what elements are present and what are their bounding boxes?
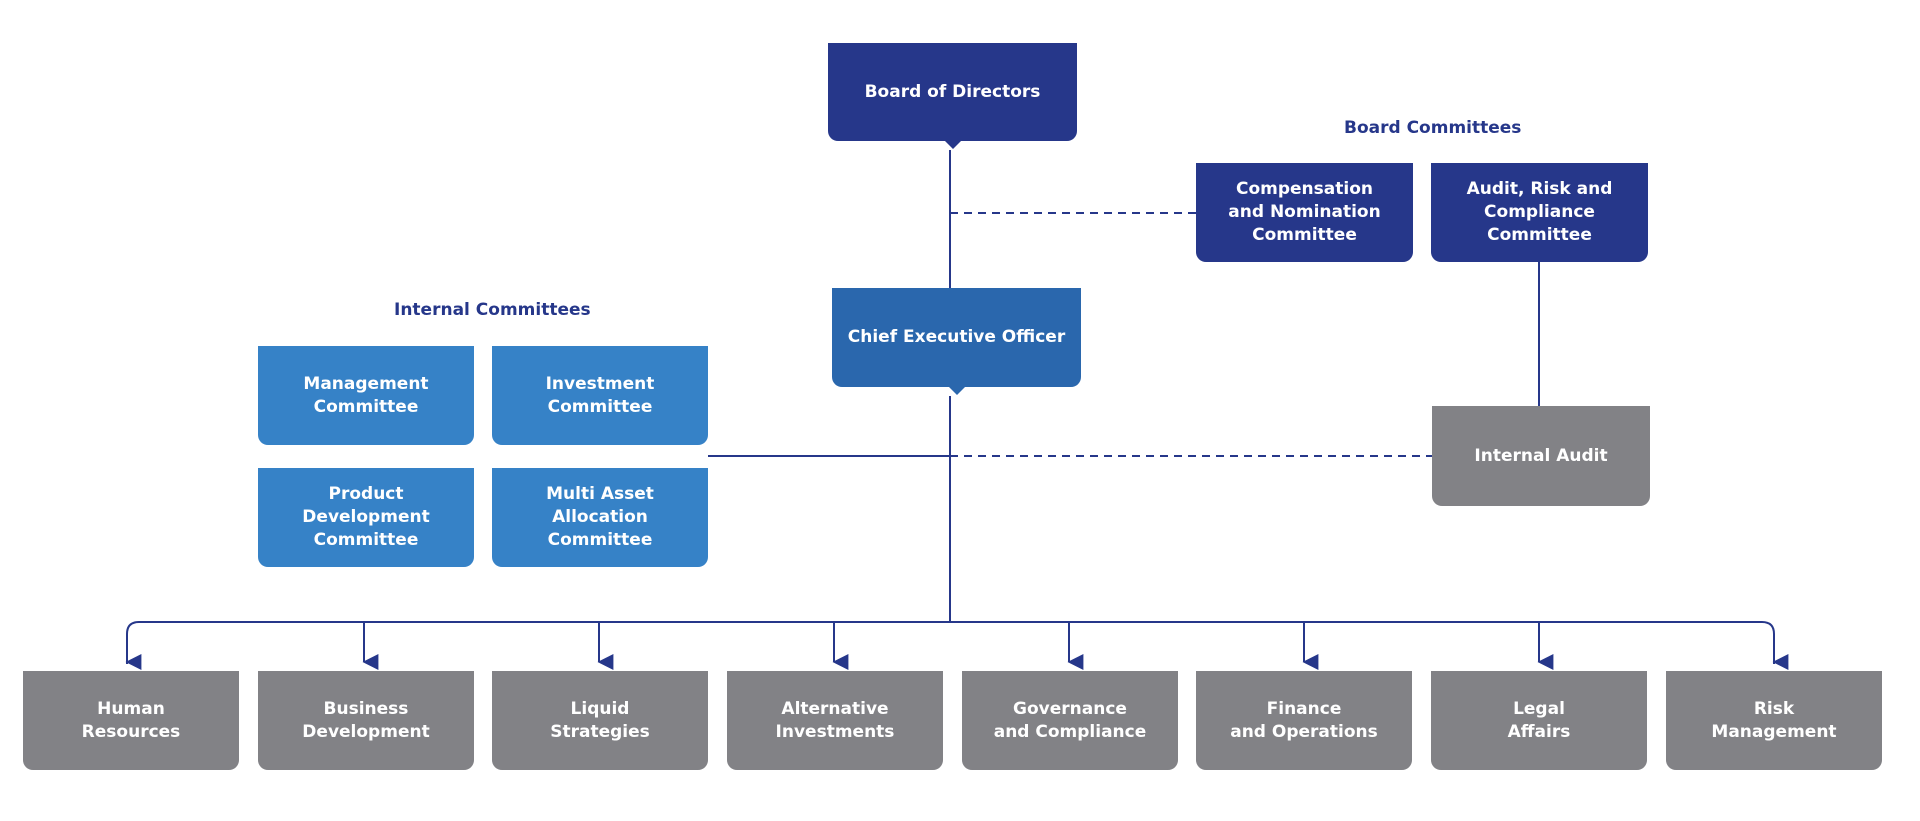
audit-risk-compliance-committee-label: Audit, Risk and Compliance Committee <box>1466 179 1613 245</box>
dept-governance-compliance-box: Governance and Compliance <box>962 671 1178 770</box>
dept-business-development-box: Business Development <box>258 671 474 770</box>
multi-asset-allocation-committee-box: Multi Asset Allocation Committee <box>492 468 708 567</box>
management-committee-label: Management Committee <box>303 373 429 417</box>
compensation-nomination-committee-label: Compensation and Nomination Committee <box>1228 179 1381 245</box>
audit-risk-compliance-committee-box: Audit, Risk and Compliance Committee <box>1431 163 1648 262</box>
internal-audit-box: Internal Audit <box>1432 406 1650 506</box>
dept-legal-affairs-label: Legal Affairs <box>1507 698 1571 742</box>
internal-committees-heading: Internal Committees <box>394 300 591 320</box>
department-bus-line <box>126 621 1775 664</box>
dept-risk-management-label: Risk Management <box>1711 698 1837 742</box>
dept-human-resources-label: Human Resources <box>81 698 181 742</box>
dept-governance-compliance-label: Governance and Compliance <box>993 698 1147 742</box>
dept-legal-affairs-box: Legal Affairs <box>1431 671 1647 770</box>
multi-asset-allocation-committee-label: Multi Asset Allocation Committee <box>546 484 654 550</box>
investment-committee-label: Investment Committee <box>545 373 655 417</box>
dept-human-resources-box: Human Resources <box>23 671 239 770</box>
dept-finance-operations-label: Finance and Operations <box>1230 698 1378 742</box>
product-development-committee-box: Product Development Committee <box>258 468 474 567</box>
dept-alternative-investments-box: Alternative Investments <box>727 671 943 770</box>
dept-finance-operations-box: Finance and Operations <box>1196 671 1412 770</box>
investment-committee-box: Investment Committee <box>492 346 708 445</box>
ceo-label: Chief Executive Officer <box>847 327 1066 347</box>
dept-alternative-investments-label: Alternative Investments <box>775 698 895 742</box>
dept-business-development-label: Business Development <box>302 698 430 742</box>
dept-liquid-strategies-box: Liquid Strategies <box>492 671 708 770</box>
board-of-directors-box: Board of Directors <box>828 43 1077 149</box>
management-committee-box: Management Committee <box>258 346 474 445</box>
board-committees-heading: Board Committees <box>1344 118 1522 138</box>
compensation-nomination-committee-box: Compensation and Nomination Committee <box>1196 163 1413 262</box>
product-development-committee-label: Product Development Committee <box>302 484 430 550</box>
dept-liquid-strategies-label: Liquid Strategies <box>550 698 650 742</box>
ceo-box: Chief Executive Officer <box>832 288 1081 395</box>
dept-risk-management-box: Risk Management <box>1666 671 1882 770</box>
board-of-directors-label: Board of Directors <box>864 81 1041 102</box>
internal-audit-label: Internal Audit <box>1474 445 1608 466</box>
